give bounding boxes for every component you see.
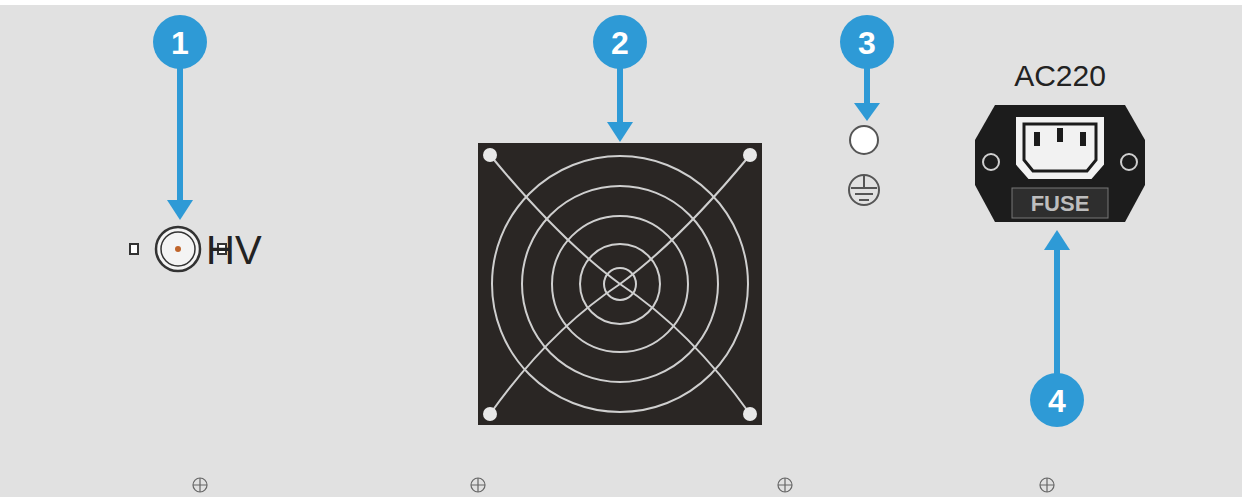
callout-number: 4 (1048, 385, 1066, 417)
power-label: AC220 (1014, 61, 1106, 91)
ac-power-inlet (975, 105, 1145, 222)
ground-terminal (849, 126, 879, 205)
fuse-label: FUSE (1031, 193, 1090, 215)
callout-markers (153, 15, 1084, 427)
cooling-fan (478, 143, 762, 425)
panel-screws (193, 478, 1054, 492)
callout-number: 1 (171, 27, 189, 59)
panel-ground (0, 5, 1242, 497)
callout-number: 3 (858, 27, 876, 59)
connector-label: HV (206, 230, 262, 270)
callout-number: 2 (611, 27, 629, 59)
